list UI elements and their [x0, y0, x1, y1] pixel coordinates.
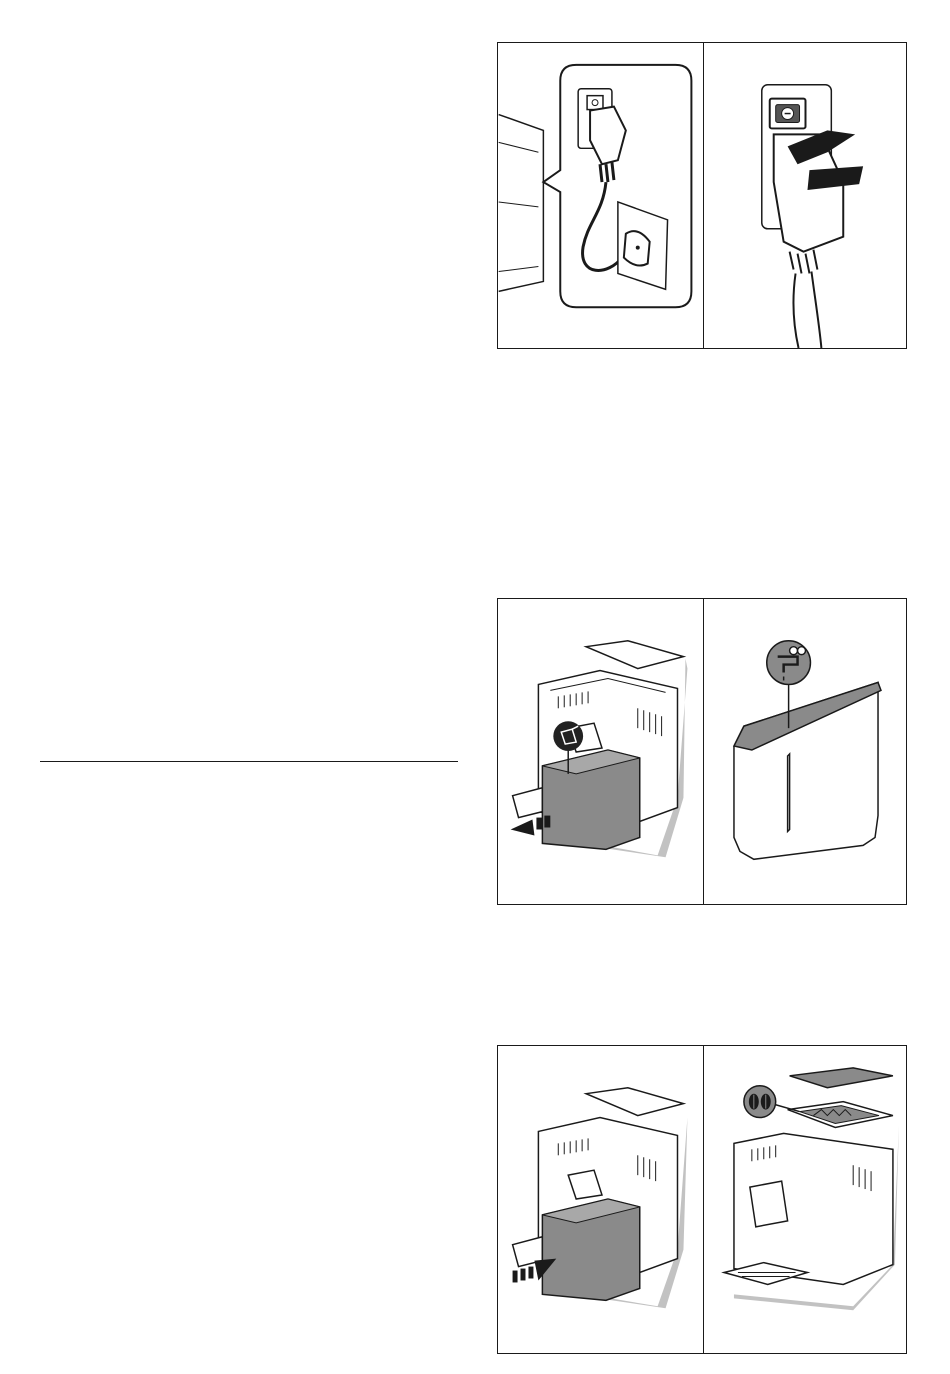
fill-beans-illustration — [704, 1046, 906, 1353]
jug-icon — [553, 721, 583, 751]
panel-insert-plug — [704, 43, 906, 348]
panel-plug-cord — [498, 43, 704, 348]
insert-plug-illustration — [704, 43, 906, 348]
panel-fill-beans — [704, 1046, 906, 1353]
panel-fill-tank — [704, 599, 906, 904]
figure-power-connection — [497, 42, 907, 349]
figure-water-tank — [497, 598, 907, 905]
remove-tank-illustration — [498, 599, 703, 904]
coffee-beans-icon — [744, 1086, 776, 1118]
tap-water-icon — [767, 641, 811, 685]
panel-remove-tank — [498, 599, 704, 904]
fill-tank-illustration — [704, 599, 906, 904]
arrow-push-lower — [807, 166, 863, 190]
plug-cord-illustration — [498, 43, 703, 348]
section-divider — [40, 761, 458, 762]
panel-insert-tank — [498, 1046, 704, 1353]
insert-tank-illustration — [498, 1046, 703, 1353]
figure-beans — [497, 1045, 907, 1354]
